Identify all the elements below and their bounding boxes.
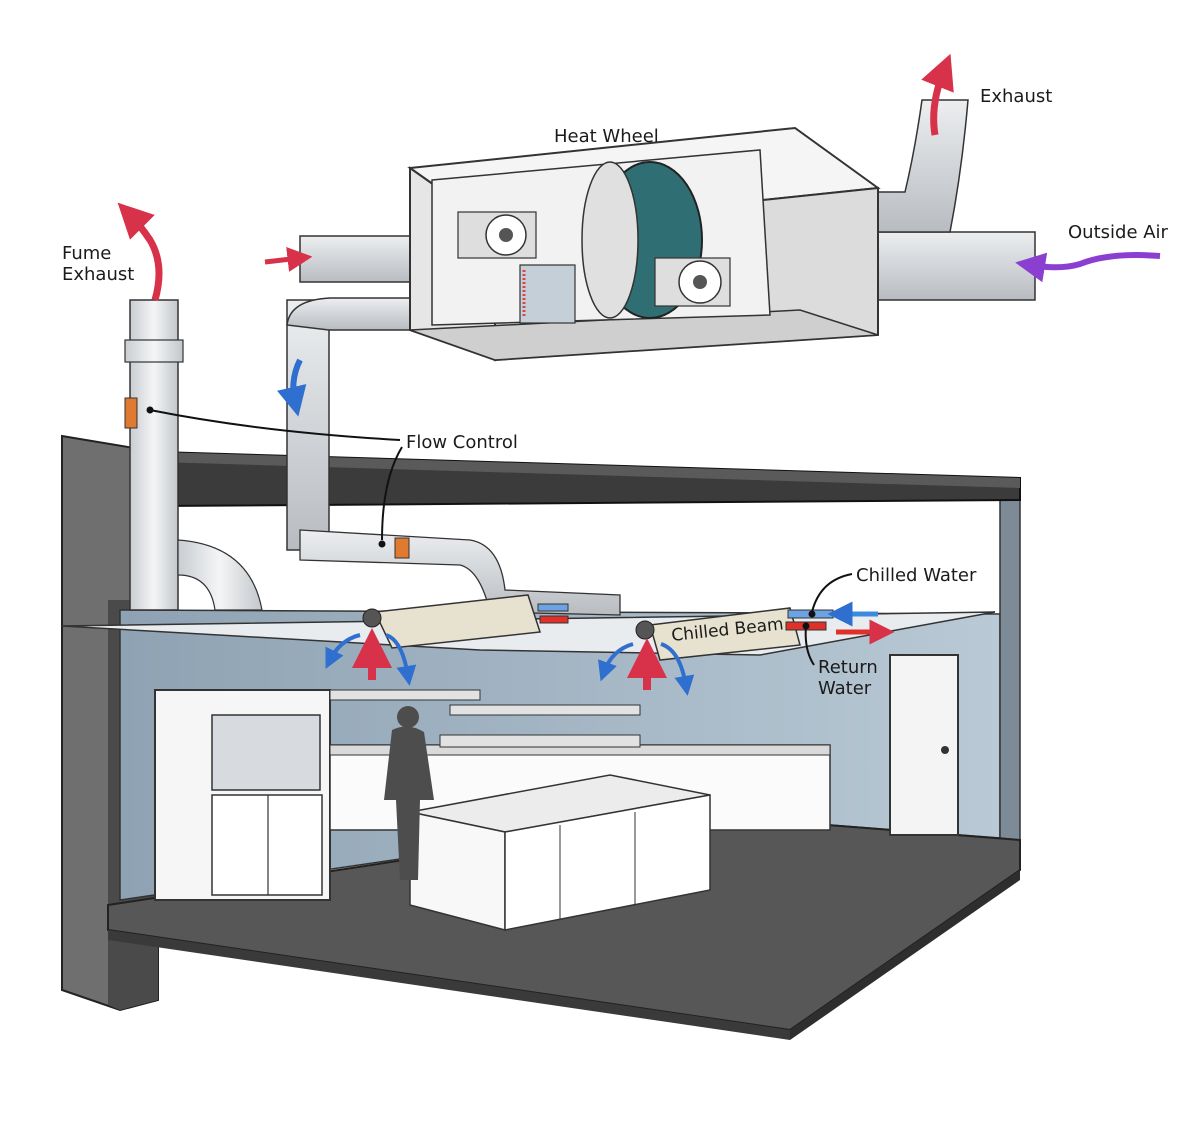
label-return-water-2: Water: [818, 678, 872, 699]
outside-air-arrow: [1015, 252, 1161, 283]
fan-exhaust: [654, 257, 731, 307]
leader-dot: [808, 610, 816, 618]
label-heat-wheel: Heat Wheel: [554, 126, 659, 147]
leader-dot: [378, 540, 386, 548]
overhead-shelf: [439, 734, 641, 748]
airflow-arrows: [117, 53, 1161, 696]
door-knob: [941, 746, 949, 754]
fume-hood-sash: [211, 714, 321, 791]
flow-control-leader-duct: [381, 446, 403, 541]
chilled-water-leader: [811, 573, 853, 613]
lab-furniture: [154, 689, 831, 931]
fume-exhaust-arrow: [117, 202, 163, 301]
fume-flow-control-valve: [124, 397, 138, 429]
return-air-arrow: [264, 247, 313, 272]
label-return-water-1: Return: [818, 657, 878, 678]
leader-dot: [802, 622, 810, 630]
label-outside-air: Outside Air: [1068, 222, 1169, 243]
label-flow-control: Flow Control: [406, 432, 518, 453]
beam-1-supply-arrow-right: [385, 633, 417, 686]
fume-hood-cabinet: [211, 794, 323, 896]
door: [889, 654, 959, 836]
cooling-coil: [519, 264, 576, 324]
overhead-shelf: [449, 704, 641, 716]
label-exhaust: Exhaust: [980, 86, 1052, 107]
supply-duct-riser: [286, 299, 330, 551]
flow-control-valve: [394, 537, 410, 559]
chilled-beams: [362, 594, 834, 661]
floor-edge-right: [790, 870, 1020, 1040]
return-water-leader: [804, 625, 815, 666]
floor-edge: [108, 930, 790, 1040]
lab-island-side: [504, 794, 711, 931]
supply-duct-elbow: [286, 297, 421, 331]
label-fume-exhaust-1: Fume: [62, 243, 111, 264]
leader-dot: [146, 406, 154, 414]
label-fume-exhaust-2: Exhaust: [62, 264, 134, 285]
leader-lines: [149, 409, 853, 666]
beam-2-supply-arrow-right: [660, 642, 695, 696]
supply-intake-duct: [299, 235, 419, 283]
supply-air-arrow: [277, 358, 307, 417]
fume-exhaust-elbow: [177, 539, 263, 611]
label-chilled-water: Chilled Water: [856, 565, 977, 586]
beam-1-supply-arrow-left: [325, 633, 361, 669]
beam-2-supply-arrow-left: [598, 642, 634, 682]
overhead-shelf: [329, 689, 481, 701]
ceiling-supply-duct: [299, 529, 621, 616]
ceiling-slab-top: [158, 452, 1020, 488]
person-silhouette: [384, 706, 434, 880]
fan-supply: [457, 211, 537, 259]
flow-control-leader-fume: [149, 409, 401, 441]
right-wall: [999, 499, 1021, 841]
heat-wheel-unit: [407, 126, 881, 362]
exhaust-arrow: [921, 53, 954, 136]
